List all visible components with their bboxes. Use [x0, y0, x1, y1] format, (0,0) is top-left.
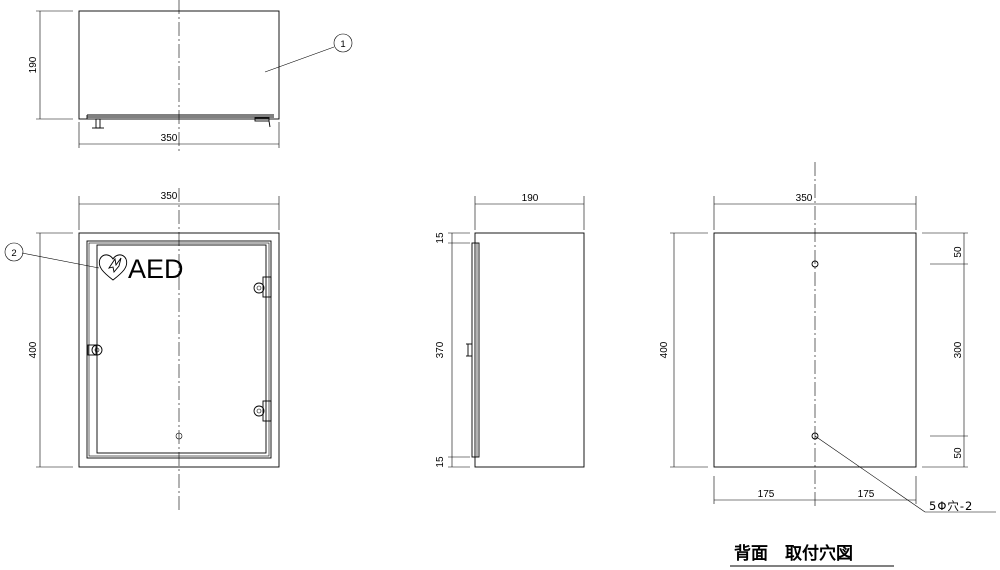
top-view-handle: [95, 118, 101, 129]
hole-note: 5Φ穴-2: [929, 499, 973, 513]
upper-hinge: [262, 276, 272, 298]
aed-heart-icon: [98, 254, 128, 281]
front-view: 350 AED 400 2: [4, 188, 280, 512]
back-view-right-half-label: 175: [858, 489, 875, 500]
side-view-door-label: 370: [435, 341, 446, 358]
back-view-top-offset-label: 50: [953, 246, 964, 258]
back-view-title: 背面 取付穴図: [734, 543, 853, 564]
top-view-height-label: 190: [28, 56, 39, 73]
callout-1-number: 1: [340, 39, 345, 50]
lower-hinge: [262, 400, 272, 422]
callout-2-number: 2: [11, 248, 16, 259]
side-view-door: [471, 242, 480, 458]
aed-logo-text: AED: [128, 254, 184, 284]
side-view-top-gap-label: 15: [435, 232, 446, 244]
side-view-body: [474, 232, 585, 468]
callout-2-bubble: [4, 242, 24, 262]
back-view-bottom-offset-label: 50: [953, 447, 964, 459]
side-view-bottom-gap-label: 15: [435, 456, 446, 468]
back-view-left-half-label: 175: [758, 489, 775, 500]
callout-1-bubble: [333, 33, 353, 53]
side-view-depth-label: 190: [522, 193, 539, 204]
back-view-width-label: 350: [796, 193, 813, 204]
back-view: 350 400 50 300 50 175 175 5Φ穴-2 背面 取付穴図: [659, 162, 996, 567]
top-view-width-label: 350: [161, 133, 178, 144]
top-view: 190 350 1: [28, 0, 353, 152]
front-view-width-label: 350: [161, 191, 178, 202]
side-view: 190 15 370 15: [435, 193, 585, 468]
front-view-height-label: 400: [28, 341, 39, 358]
door-lock: [87, 344, 97, 356]
back-view-hole-pitch-label: 300: [953, 341, 964, 358]
back-view-height-label: 400: [659, 341, 670, 358]
